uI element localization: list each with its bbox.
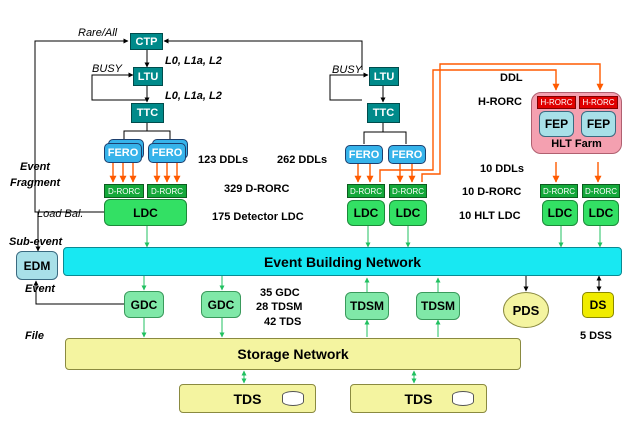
ldc-box-middle-2: LDC	[389, 200, 427, 226]
edm-links	[33, 211, 124, 305]
stat-329-d-rorc: 329 D-RORC	[224, 183, 290, 195]
stat-10-d-rorc: 10 D-RORC	[462, 186, 522, 198]
ldc-box-middle-1: LDC	[347, 200, 385, 226]
storage-network: Storage Network	[65, 338, 521, 370]
stat-5-dss: 5 DSS	[580, 330, 612, 342]
h-rorc-box-1: H-RORC	[537, 96, 576, 109]
d-rorc-left-2: D-RORC	[147, 184, 187, 198]
h-rorc-box-2: H-RORC	[579, 96, 618, 109]
ctp-box: CTP	[130, 33, 163, 50]
event-fragment-label-1: Event	[20, 161, 50, 173]
trigger-links	[123, 50, 407, 144]
file-label: File	[25, 330, 44, 342]
fero-box-middle-1: FERO	[345, 145, 383, 164]
stat-175-detector-ldc: 175 Detector LDC	[212, 211, 304, 223]
ddl-links-left	[109, 162, 416, 183]
ttc-box-left: TTC	[131, 103, 164, 123]
tdsm-box-1: TDSM	[345, 292, 389, 320]
fero-box-middle-2: FERO	[388, 145, 426, 164]
ltu-box-middle: LTU	[369, 67, 399, 86]
storage-links	[523, 275, 602, 292]
h-rorc-label: H-RORC	[478, 96, 522, 108]
d-rorc-middle-2: D-RORC	[389, 184, 427, 198]
disk-icon	[282, 391, 304, 406]
event-building-network: Event Building Network	[63, 247, 622, 276]
event-label: Event	[25, 283, 55, 295]
d-rorc-hlt-1: D-RORC	[540, 184, 578, 198]
sub-event-label: Sub-event	[9, 236, 63, 248]
trigger-label-1: L0, L1a, L2	[165, 55, 222, 67]
ldc-box-left: LDC	[104, 199, 187, 226]
fero-box-left-1: FERO	[104, 143, 142, 163]
stat-262-ddls: 262 DDLs	[277, 154, 328, 166]
trigger-label-2: L0, L1a, L2	[165, 90, 222, 102]
ddl-links-hlt	[379, 63, 604, 183]
tds-box-1: TDS	[179, 384, 316, 413]
d-rorc-middle-1: D-RORC	[347, 184, 385, 198]
d-rorc-left-1: D-RORC	[104, 184, 144, 198]
busy-loops	[91, 72, 369, 101]
ddl-label: DDL	[500, 72, 523, 84]
stat-10-hlt-ldc: 10 HLT LDC	[459, 210, 521, 222]
stat-123-ddls: 123 DDLs	[198, 154, 249, 166]
stat-10-ddls: 10 DDLs	[480, 163, 525, 175]
busy-label-middle: BUSY	[332, 64, 362, 76]
gdc-box-2: GDC	[201, 291, 241, 318]
ds-box: DS	[582, 292, 614, 318]
ttc-box-middle: TTC	[367, 103, 400, 123]
event-fragment-label-2: Fragment	[10, 177, 61, 189]
ltu-box-left: LTU	[133, 67, 163, 86]
fero-box-left-2: FERO	[148, 143, 186, 163]
stat-28-tdsm: 28 TDSM	[256, 301, 303, 313]
edm-box: EDM	[16, 251, 58, 280]
gdc-box-1: GDC	[124, 291, 164, 318]
d-rorc-hlt-2: D-RORC	[582, 184, 620, 198]
disk-icon	[452, 391, 474, 406]
ldc-box-hlt-2: LDC	[583, 200, 619, 226]
rare-all-label: Rare/All	[78, 27, 118, 39]
fep-box-1: FEP	[539, 111, 574, 137]
pds-node: PDS	[503, 292, 549, 328]
tdsm-box-2: TDSM	[416, 292, 460, 320]
fep-box-2: FEP	[581, 111, 616, 137]
network-links	[141, 226, 603, 384]
stat-35-gdc: 35 GDC	[260, 287, 300, 299]
busy-label-left: BUSY	[92, 63, 122, 75]
stat-42-tds: 42 TDS	[264, 316, 302, 328]
ldc-box-hlt-1: LDC	[542, 200, 578, 226]
load-bal-label: Load Bal.	[37, 208, 84, 220]
